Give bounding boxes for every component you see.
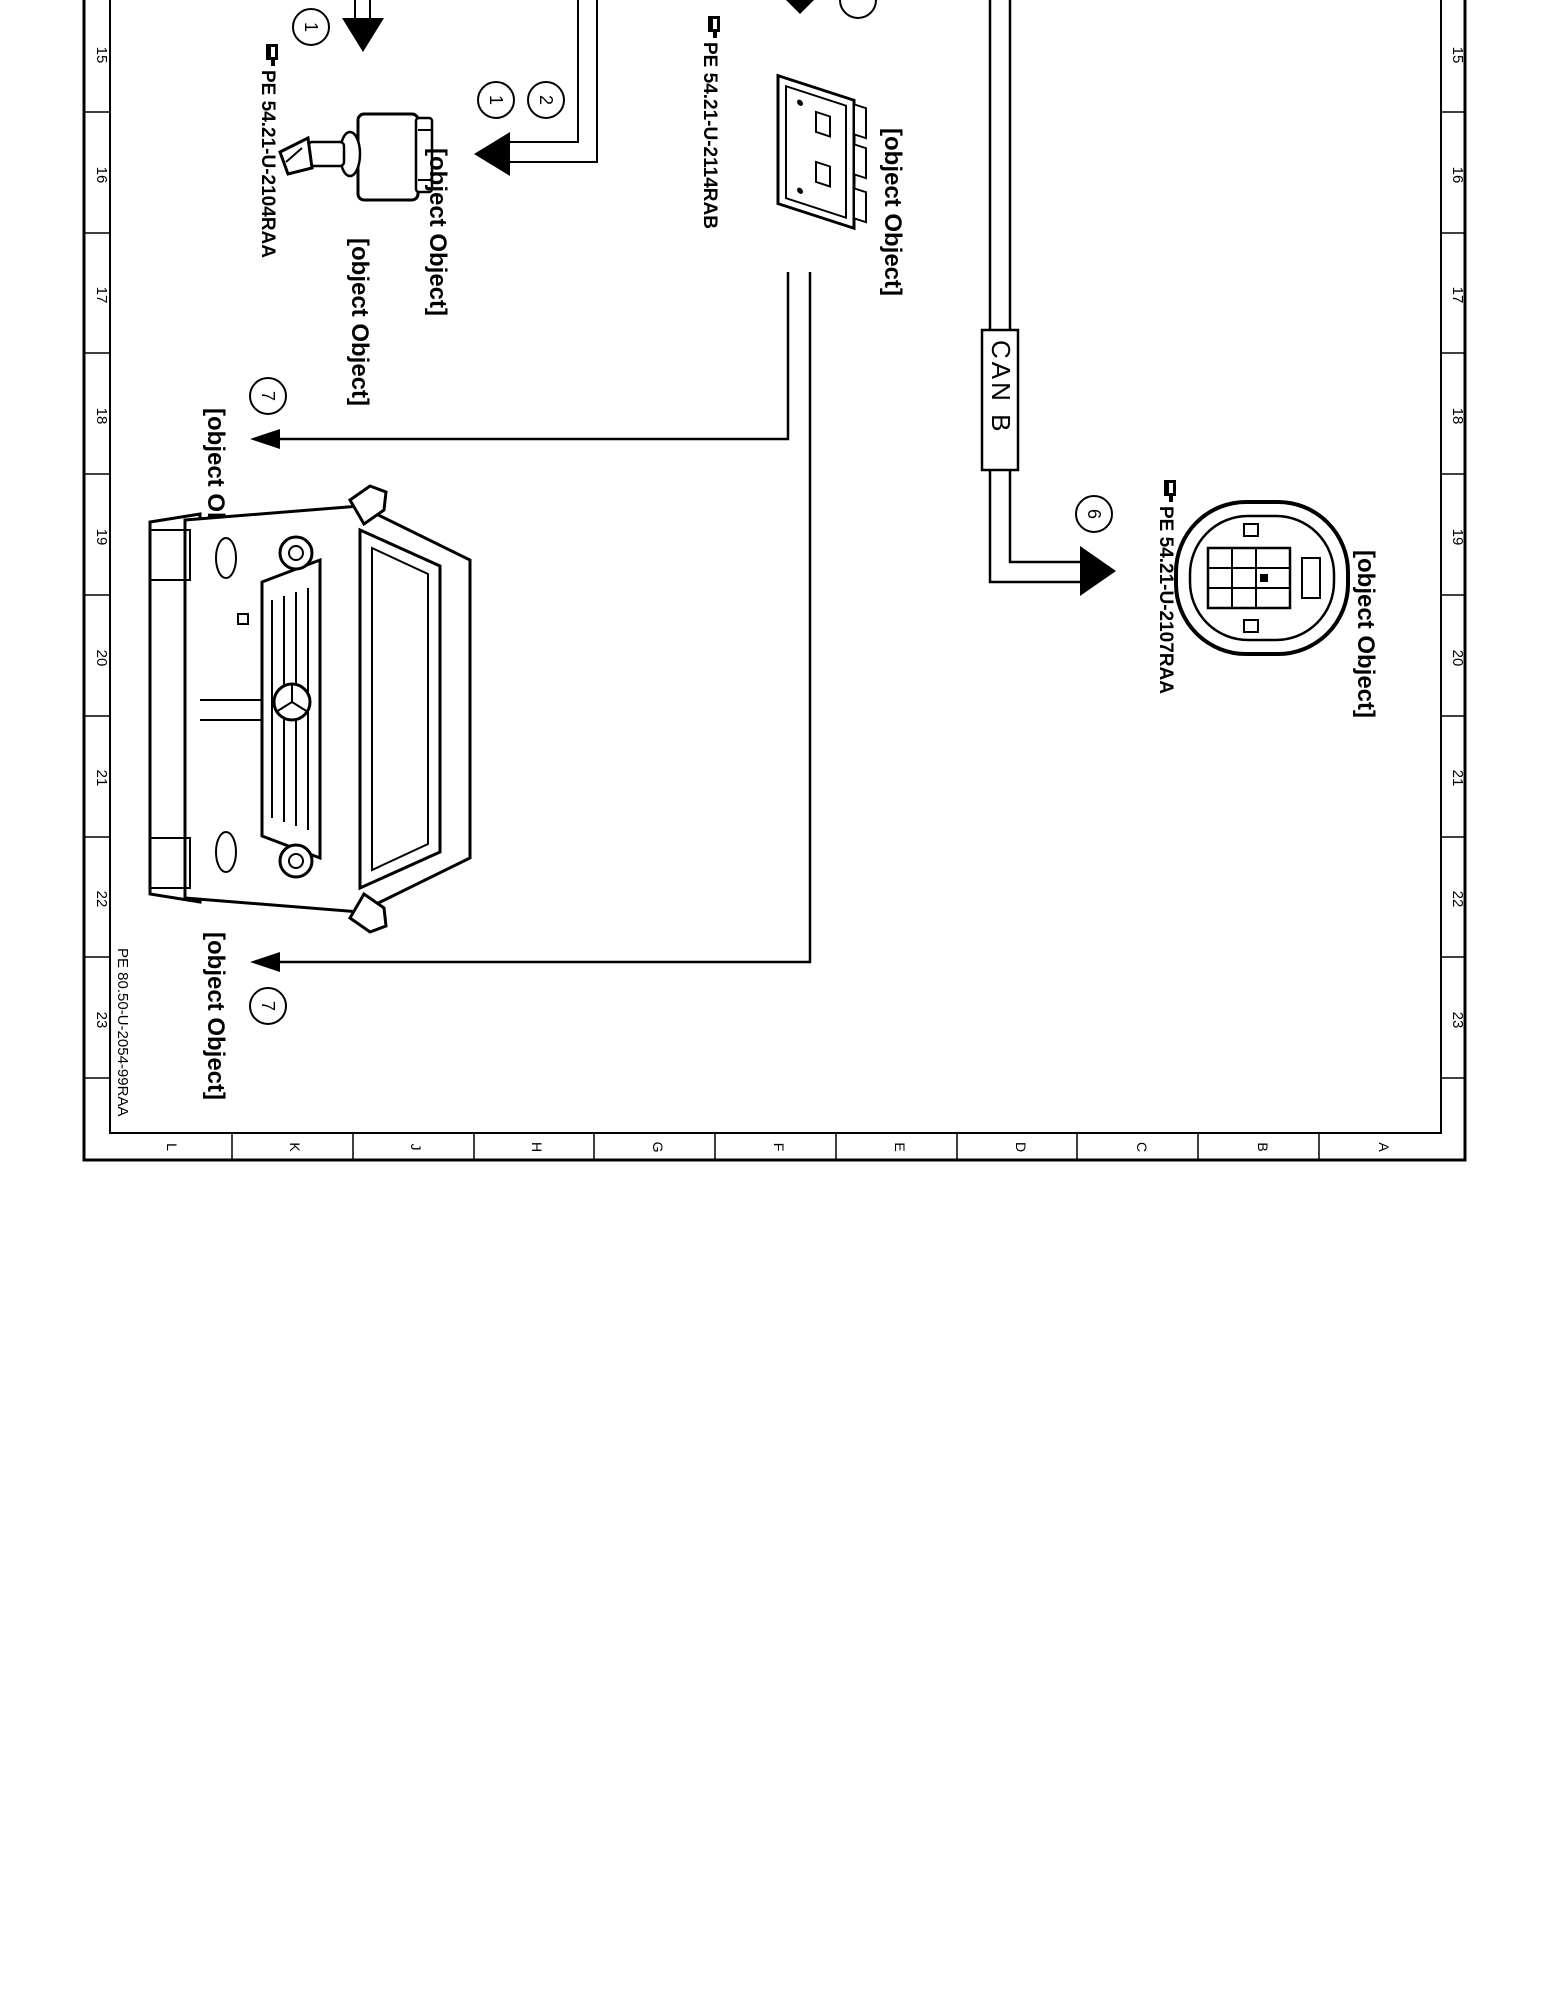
overhead-panel-icon [1174, 500, 1350, 656]
reference-label-3: PE 54.21-U-2107RAA [1155, 480, 1176, 694]
row-label-left: 19 [93, 529, 110, 546]
svg-text:7: 7 [258, 1001, 278, 1011]
drawing-frame [82, 0, 1467, 1162]
reference-label-1: PE 54.21-U-2104RAA [257, 44, 278, 258]
vehicle-front-view-icon [148, 484, 472, 934]
svg-text:PE 80.50-U-2054-99RAA: PE 80.50-U-2054-99RAA [114, 948, 131, 1116]
column-label: A [1376, 1142, 1392, 1152]
control-unit-icon [776, 73, 867, 231]
arrowhead-icon [474, 132, 510, 176]
column-label: K [287, 1142, 303, 1152]
column-label: C [1134, 1142, 1150, 1152]
row-label-left: 23 [93, 1012, 110, 1029]
arrowhead-icon [250, 429, 280, 449]
row-label-left: 21 [93, 770, 110, 787]
row-label-right: 19 [1449, 529, 1466, 546]
arrowhead-icon [342, 18, 384, 52]
column-label: G [650, 1142, 666, 1153]
arrowhead-icon [1080, 546, 1116, 596]
label-e5-1: [object Object] [202, 932, 229, 1100]
arrowhead-icon [250, 952, 280, 972]
row-label-right: 15 [1449, 47, 1466, 64]
svg-text:[object Object]: [object Object] [346, 238, 373, 406]
row-label-right: 20 [1449, 650, 1466, 667]
svg-text:[object Object]: [object Object] [424, 148, 451, 316]
callout-top-left: 1 [292, 8, 330, 46]
column-label: B [1255, 1142, 1271, 1151]
svg-text:[object Object]: [object Object] [202, 932, 229, 1100]
svg-text:2: 2 [536, 95, 556, 105]
row-label-left: 17 [93, 287, 110, 304]
column-label: F [771, 1143, 787, 1152]
reference-label-2: PE 54.21-U-2114RAB [699, 16, 720, 229]
can-b-bus [980, 0, 1116, 596]
svg-text:[object Object]: [object Object] [1352, 550, 1379, 718]
column-label: E [892, 1142, 908, 1151]
svg-text:1: 1 [486, 95, 506, 105]
callout-n73-b: 2 [527, 81, 565, 119]
svg-text:CAN B: CAN B [986, 340, 1016, 434]
row-label-left: 18 [93, 408, 110, 425]
top-left-double-arrow [342, 0, 384, 52]
row-label-left: 15 [93, 47, 110, 64]
label-can-b: CAN B [986, 340, 1016, 434]
row-label-right: 21 [1449, 770, 1466, 787]
column-label: L [164, 1143, 180, 1151]
n73-connection [474, 0, 598, 176]
reference-hand-icon [708, 16, 720, 38]
n10-top-arrow [786, 0, 877, 19]
reference-hand-icon [1164, 480, 1176, 502]
svg-text:PE 54.21-U-2107RAA: PE 54.21-U-2107RAA [1155, 506, 1176, 694]
callout-e5-1: 7 [249, 987, 287, 1025]
label-n10: [object Object] [879, 128, 906, 296]
svg-text:1: 1 [301, 22, 321, 32]
zone-grid-rows: 15 16 17 18 19 20 21 22 23 15 16 17 18 1… [84, 47, 1466, 1079]
switch-component-icon [278, 112, 434, 202]
row-label-left: 16 [93, 167, 110, 184]
svg-text:PE 54.21-U-2114RAB: PE 54.21-U-2114RAB [699, 42, 720, 229]
row-label-right: 17 [1449, 287, 1466, 304]
n10-output-lines [250, 272, 812, 972]
row-label-right: 23 [1449, 1012, 1466, 1029]
callout-n73-a: 1 [477, 81, 515, 119]
column-label: J [408, 1144, 424, 1151]
svg-text:[object Object]: [object Object] [879, 128, 906, 296]
label-n70: [object Object] [1352, 550, 1379, 718]
column-label: H [529, 1142, 545, 1152]
row-label-right: 18 [1449, 408, 1466, 425]
document-id: PE 80.50-U-2054-99RAA [114, 948, 131, 1116]
row-label-left: 22 [93, 891, 110, 908]
row-label-right: 16 [1449, 167, 1466, 184]
svg-text:6: 6 [1084, 509, 1104, 519]
svg-text:PE 54.21-U-2104RAA: PE 54.21-U-2104RAA [257, 70, 278, 258]
row-label-left: 20 [93, 650, 110, 667]
label-a8-1: [object Object] [346, 238, 373, 406]
column-label: D [1013, 1142, 1029, 1152]
reference-hand-icon [266, 44, 278, 66]
label-n73: [object Object] [424, 148, 451, 316]
row-label-right: 22 [1449, 891, 1466, 908]
callout-can: 6 [1075, 495, 1113, 533]
zone-grid-columns: L K J H G F E D C B A [164, 1133, 1392, 1160]
arrowhead-icon [786, 0, 814, 14]
callout-e5-2: 7 [249, 377, 287, 415]
svg-text:7: 7 [258, 391, 278, 401]
